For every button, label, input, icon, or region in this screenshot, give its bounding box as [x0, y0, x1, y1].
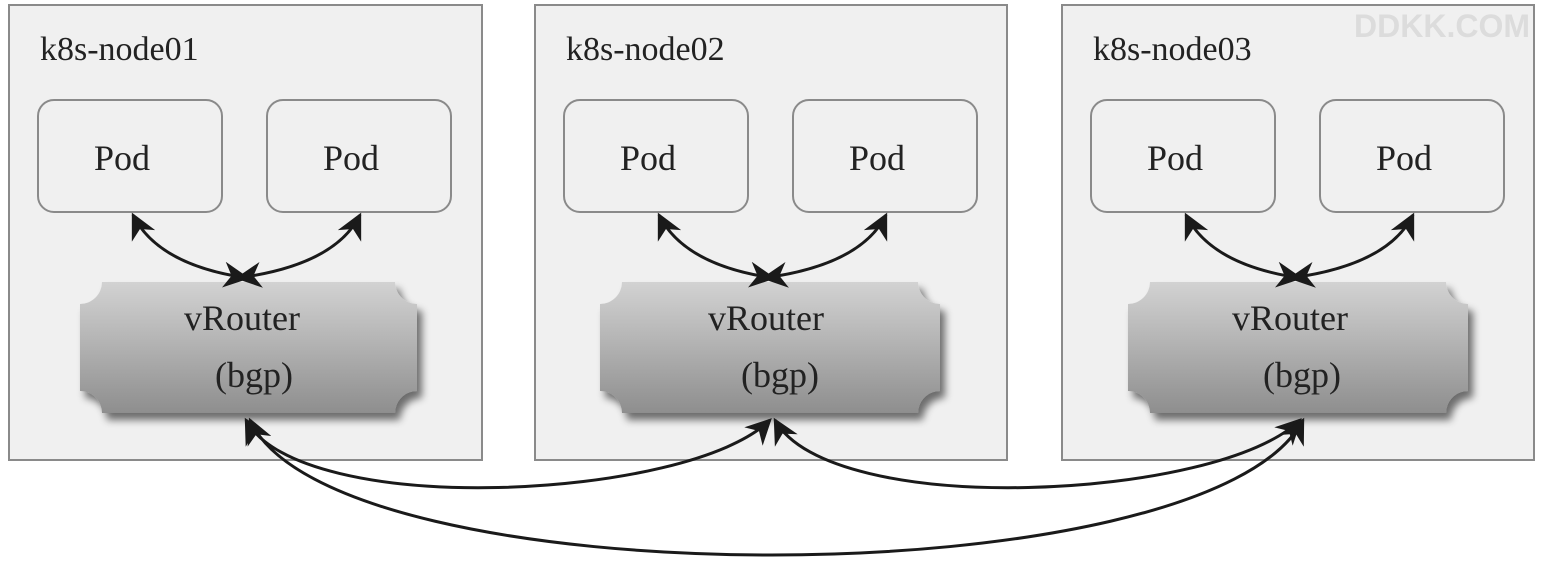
vrouter-label: vRouter [1232, 298, 1348, 338]
pod-vrouter-link [657, 212, 776, 288]
watermark-text: DDKK.COM [1354, 8, 1530, 44]
pod-vrouter-link [131, 212, 250, 288]
vrouter-protocol-label: (bgp) [1263, 355, 1341, 395]
pod-box: Pod [563, 99, 749, 213]
pod-label: Pod [1376, 138, 1432, 178]
bgp-link-node01-node02 [244, 417, 772, 490]
pod-box: Pod [266, 99, 452, 213]
node-k8s-node03: k8s-node03 Pod Pod vRouter (bgp) [1061, 4, 1535, 461]
pod-box: Pod [1090, 99, 1276, 213]
pod-label: Pod [620, 138, 676, 178]
pod-vrouter-link [235, 212, 362, 288]
pod-label: Pod [94, 138, 150, 178]
pod-label: Pod [323, 138, 379, 178]
vrouter-protocol-label: (bgp) [741, 355, 819, 395]
node-title: k8s-node01 [40, 31, 199, 68]
bgp-link-node01-node03 [247, 417, 1305, 557]
vrouter-protocol-label: (bgp) [215, 355, 293, 395]
vrouter-label: vRouter [708, 298, 824, 338]
pod-box: Pod [37, 99, 223, 213]
pod-label: Pod [1147, 138, 1203, 178]
pod-box: Pod [1319, 99, 1505, 213]
pod-vrouter-link [1288, 212, 1415, 288]
pod-box: Pod [792, 99, 978, 213]
pod-vrouter-link [1184, 212, 1303, 288]
node-title: k8s-node03 [1093, 31, 1252, 68]
bgp-link-node02-node03 [773, 417, 1302, 490]
vrouter-box: vRouter (bgp) [80, 282, 417, 413]
vrouter-label: vRouter [184, 298, 300, 338]
vrouter-box: vRouter (bgp) [600, 282, 940, 413]
node-k8s-node02: k8s-node02 Pod Pod vRouter (bgp) [534, 4, 1008, 461]
node-k8s-node01: k8s-node01 Pod Pod vRouter (bgp) [8, 4, 483, 461]
pod-label: Pod [849, 138, 905, 178]
node-title: k8s-node02 [566, 31, 725, 68]
pod-vrouter-link [761, 212, 888, 288]
vrouter-box: vRouter (bgp) [1128, 282, 1468, 413]
